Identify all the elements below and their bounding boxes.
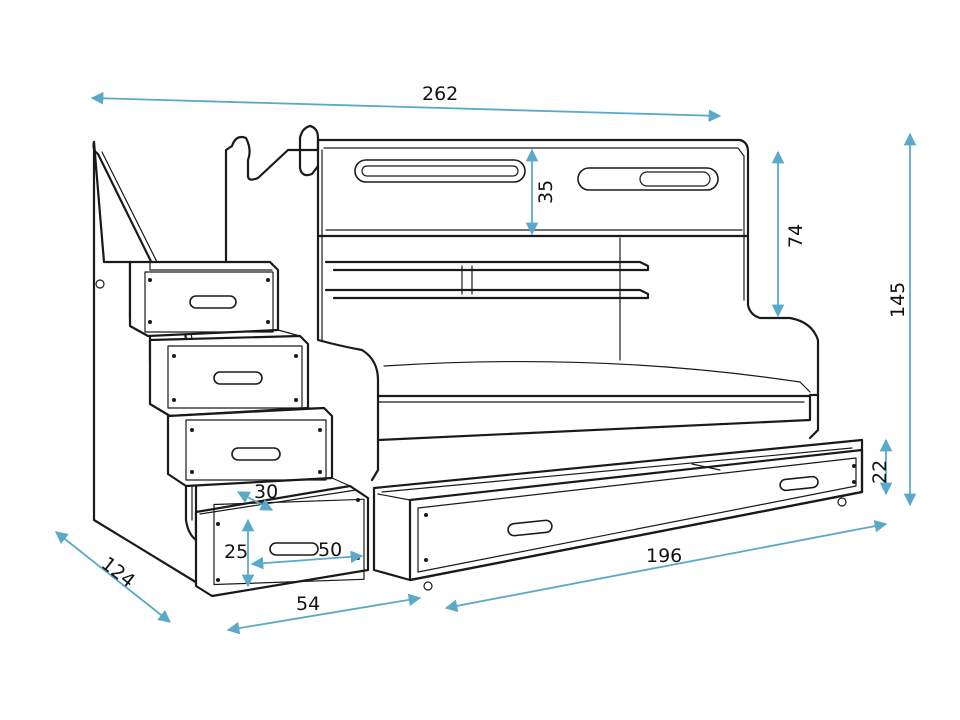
dimension-lines (55, 92, 917, 635)
headboard-slot-left (354, 159, 526, 183)
label-drawer-height: 22 (869, 460, 891, 484)
label-step-depth: 30 (254, 481, 278, 503)
top-bunk-back-panel (298, 124, 820, 397)
left-upright (224, 135, 320, 264)
step-drawer-handle-2 (213, 371, 263, 385)
dim-line-step-drawer-width (250, 550, 364, 570)
dim-line-lower-length (444, 519, 888, 613)
label-step-drawer-width: 50 (318, 539, 342, 561)
label-stairs-width: 54 (296, 593, 320, 615)
dim-line-stairs-width (226, 593, 422, 635)
dim-line-step-depth (236, 491, 274, 511)
label-lower-length: 196 (646, 545, 682, 567)
dim-line-total-length (90, 92, 722, 122)
step-drawer-handle-4 (269, 542, 319, 556)
bed-frame (224, 124, 820, 482)
label-total-height: 145 (887, 282, 909, 318)
label-total-length: 262 (422, 83, 458, 105)
label-top-bunk-height: 74 (785, 224, 807, 248)
dim-line-stairs-depth (55, 531, 171, 623)
label-headboard-slot: 35 (535, 180, 557, 204)
dimension-labels: 262 145 74 35 22 196 124 54 30 25 50 (97, 83, 909, 615)
stairs-unit (92, 140, 370, 598)
headboard-slot-right (577, 167, 719, 191)
pull-out-drawer (372, 438, 864, 591)
step-drawer-handle-1 (189, 295, 237, 309)
drawer-handle-side (779, 475, 819, 492)
label-stairs-depth: 124 (97, 553, 139, 593)
label-step-height: 25 (224, 541, 248, 563)
step-drawer-handle-3 (231, 447, 281, 461)
